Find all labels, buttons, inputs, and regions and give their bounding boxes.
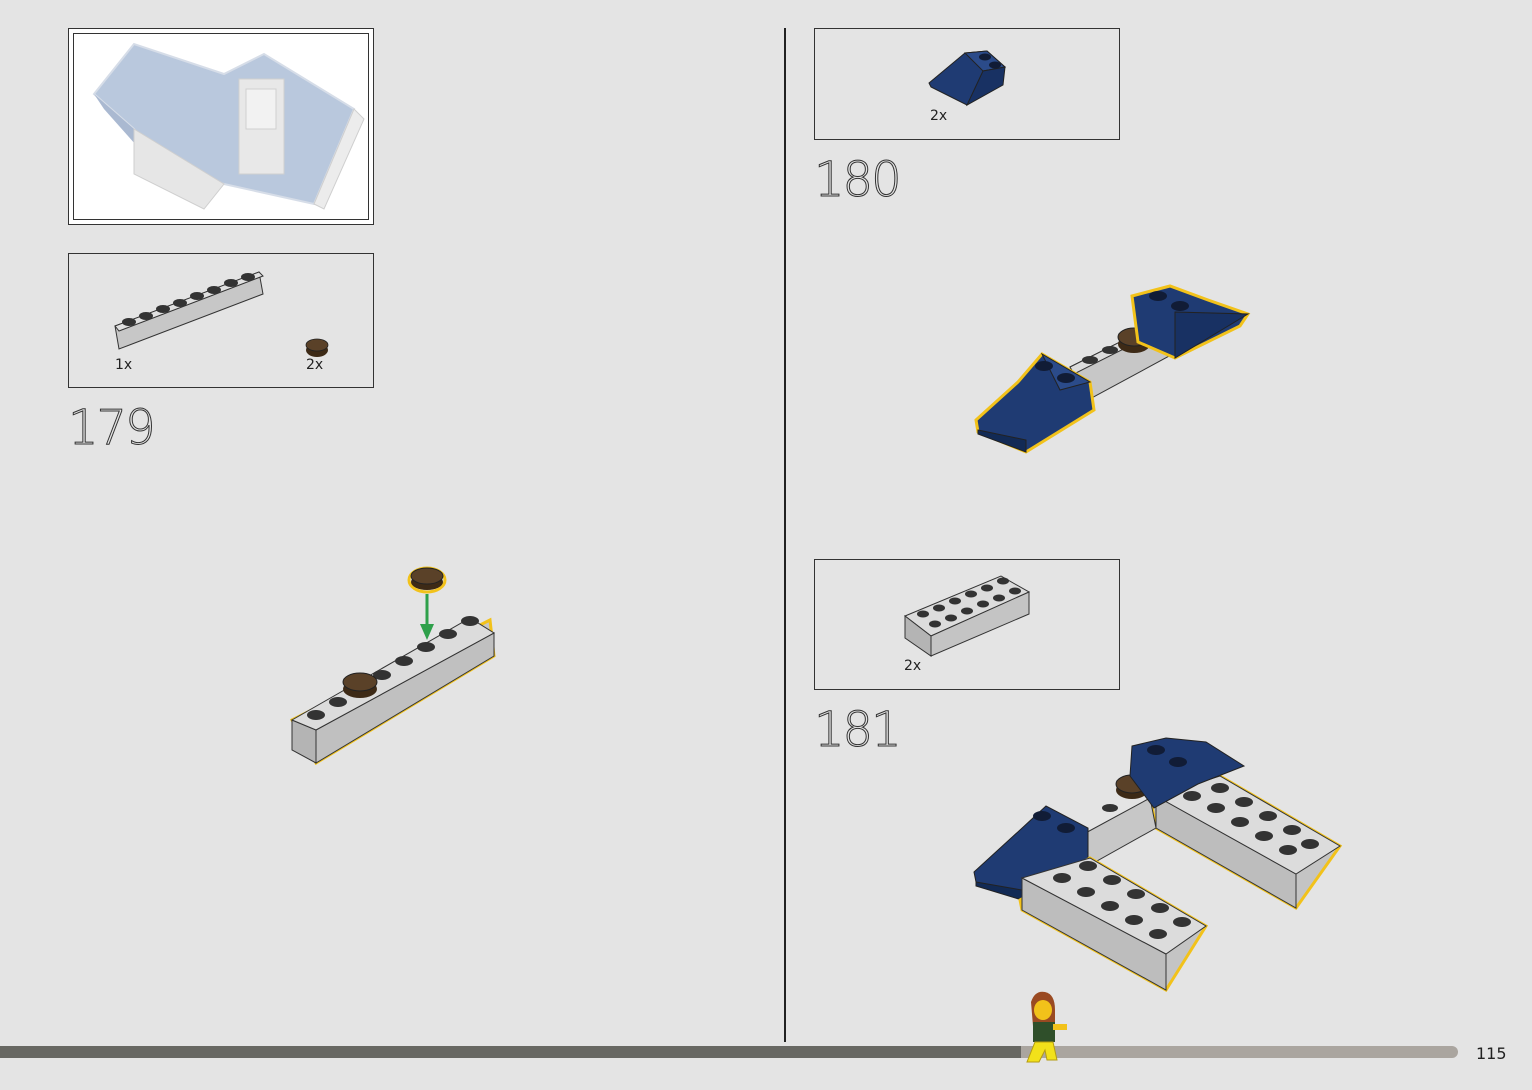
step-179-parts-callout: 1x 2x <box>68 253 374 388</box>
part-qty: 1x <box>115 357 132 373</box>
part-qty: 2x <box>904 658 921 674</box>
step-181-build-illustration <box>970 736 1350 996</box>
step-number-181: 181 <box>814 706 900 754</box>
preview-thumbnail <box>68 28 374 225</box>
progress-bar-fill <box>0 1046 1021 1058</box>
progress-bar <box>0 1046 1458 1058</box>
step-180-build-illustration <box>970 282 1260 462</box>
minifigure-progress-marker-icon <box>1021 990 1069 1070</box>
column-divider <box>784 28 786 1042</box>
blue-slope-brick-icon <box>927 43 1007 107</box>
part-qty: 2x <box>930 108 947 124</box>
step-180-parts-callout: 2x <box>814 28 1120 140</box>
roof-model-preview-icon <box>74 34 369 220</box>
gray-1x8-plate-icon <box>111 264 271 354</box>
part-qty: 2x <box>306 357 323 373</box>
step-179-build-illustration <box>280 558 520 778</box>
step-number-179: 179 <box>68 404 154 452</box>
step-181-parts-callout: 2x <box>814 559 1120 690</box>
page-number: 115 <box>1476 1044 1507 1063</box>
step-number-180: 180 <box>814 156 900 204</box>
gray-2x6-brick-icon <box>901 572 1041 662</box>
